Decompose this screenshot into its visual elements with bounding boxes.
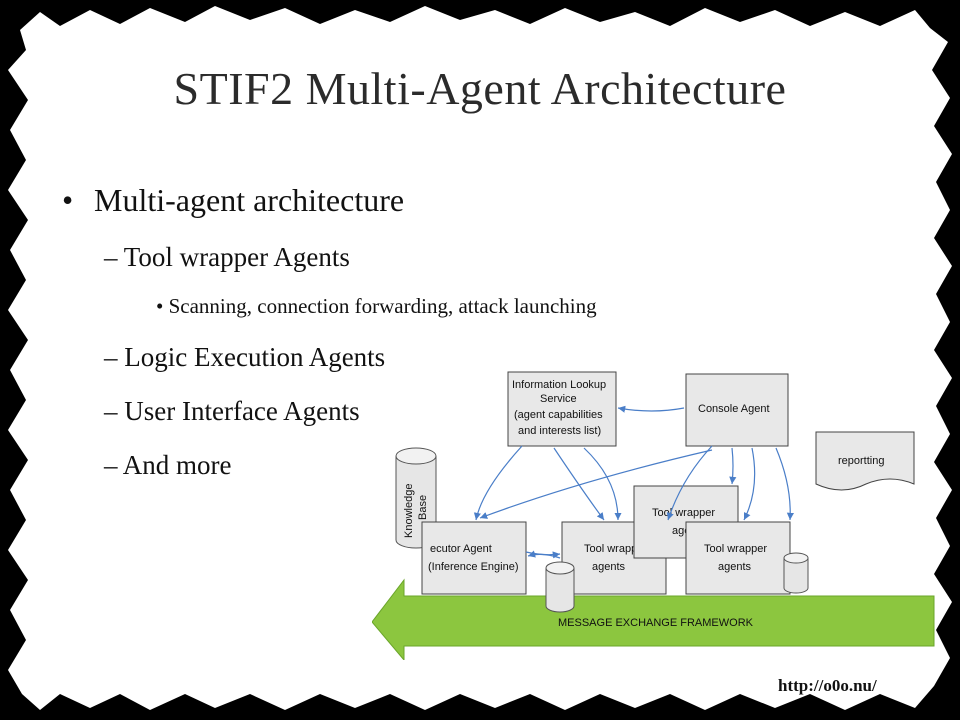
tool-wrapper-3-label-1: Tool wrapper [704, 543, 767, 555]
bullet-user-interface-text: User Interface Agents [124, 396, 360, 426]
tool-wrapper-1-label-1: Tool wrapp [584, 543, 637, 555]
executor-label-2: (Inference Engine) [428, 561, 519, 573]
slide-title: STIF2 Multi-Agent Architecture [173, 63, 787, 114]
bullet-tool-wrapper: – Tool wrapper Agents [104, 242, 350, 272]
executor-label-1: ecutor Agent [430, 543, 492, 555]
executor-agent-box [421, 521, 527, 595]
reporting-label: reportting [838, 455, 884, 467]
tool-wrapper-2-label-1: Tool wrapper [652, 507, 715, 519]
bullet-and-more: – And more [104, 450, 232, 480]
connector-lines [473, 405, 795, 559]
info-lookup-box [507, 371, 617, 447]
database-cylinder-2 [783, 552, 809, 594]
bullet-and-more-text: And more [122, 450, 232, 480]
tool-wrapper-1-label-2: agents [592, 561, 626, 573]
architecture-diagram: MESSAGE EXCHANGE FRAMEWORK Knowledge Bas… [372, 371, 935, 660]
database-cylinder-1 [545, 561, 575, 613]
footer-url[interactable]: http://o0o.nu/ [778, 676, 877, 695]
bullet-logic-execution-text: Logic Execution Agents [124, 342, 386, 372]
knowledge-base-label-2: Base [417, 495, 429, 520]
bullet-dot: • [62, 182, 74, 218]
bullet-tool-wrapper-text: Tool wrapper Agents [123, 242, 350, 272]
message-exchange-arrow [372, 578, 935, 660]
message-framework-label: MESSAGE EXCHANGE FRAMEWORK [558, 617, 754, 629]
bullet-logic-execution: – Logic Execution Agents [104, 342, 386, 372]
tool-wrapper-box-3 [685, 521, 791, 595]
bullet-tool-wrapper-sub-text: Scanning, connection forwarding, attack … [168, 294, 597, 318]
console-agent-label: Console Agent [698, 403, 770, 415]
knowledge-base-label-1: Knowledge [403, 484, 415, 538]
tool-wrapper-3-label-2: agents [718, 561, 752, 573]
reporting-document [815, 431, 915, 491]
bullet-tool-wrapper-sub: • Scanning, connection forwarding, attac… [156, 294, 597, 318]
console-agent-box [685, 373, 789, 447]
info-lookup-line-3: (agent capabilities [514, 409, 603, 421]
bullet-user-interface: – User Interface Agents [104, 396, 360, 426]
info-lookup-line-2: Service [540, 393, 577, 405]
bullet-multi-agent-text: Multi-agent architecture [94, 182, 405, 218]
info-lookup-line-1: Information Lookup [512, 379, 606, 391]
info-lookup-line-4: and interests list) [518, 425, 601, 437]
